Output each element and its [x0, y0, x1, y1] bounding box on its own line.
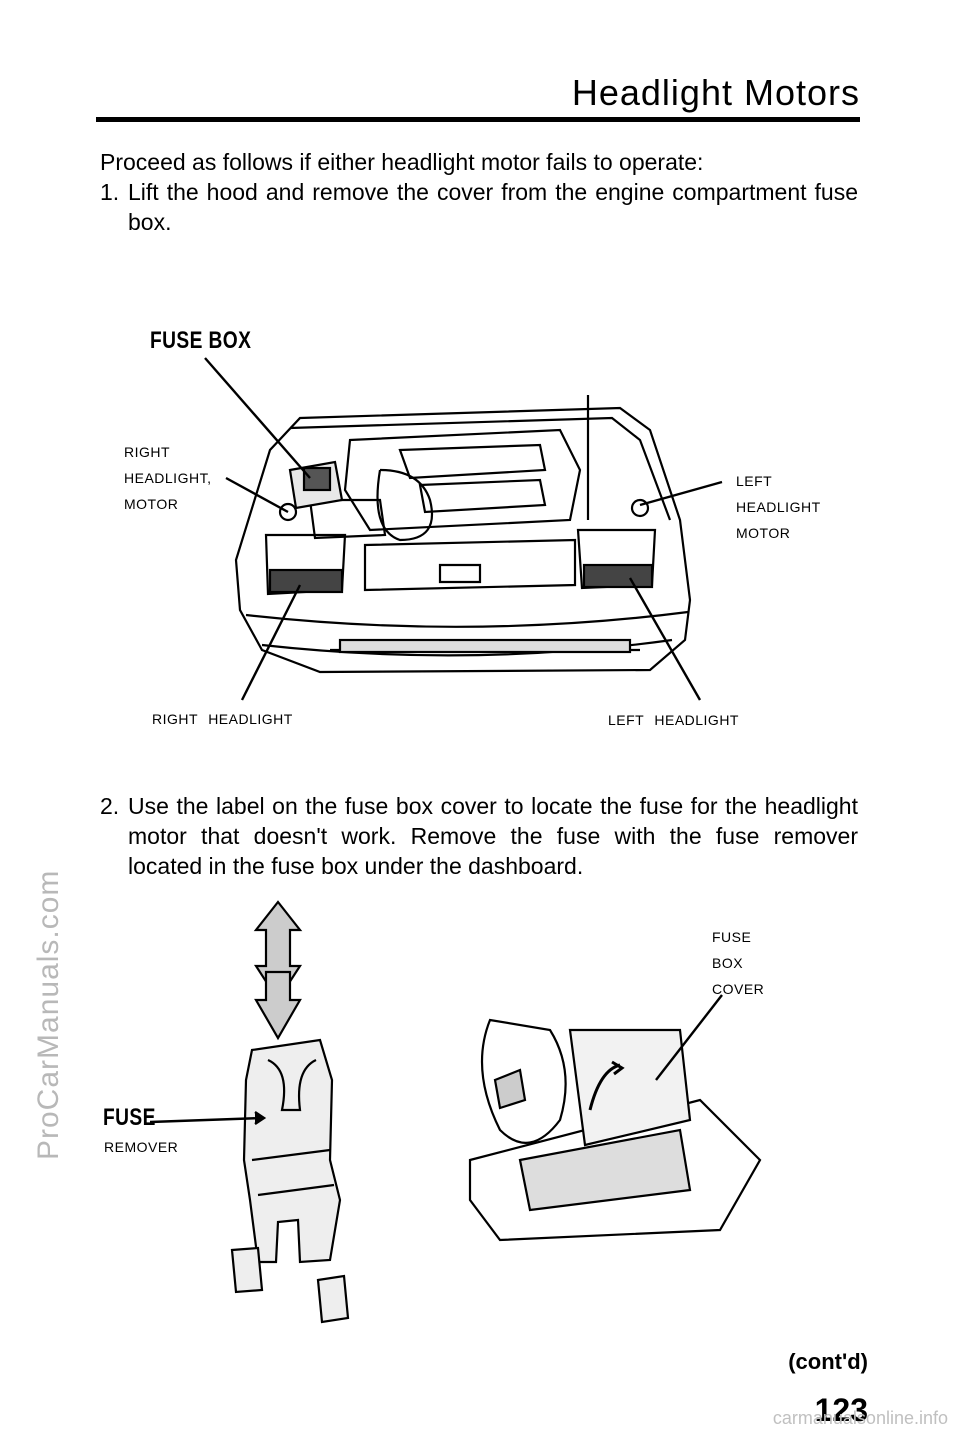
cover-label-line-1: FUSE	[712, 929, 752, 945]
right-motor-label-line-2: HEADLIGHT,	[124, 470, 212, 486]
step-2: 2. Use the label on the fuse box cover t…	[100, 791, 858, 881]
left-headlight-motor-label: LEFT HEADLIGHT MOTOR	[736, 468, 821, 546]
right-motor-label-line-1: RIGHT	[124, 444, 171, 460]
left-motor-label-line-3: MOTOR	[736, 525, 791, 541]
fuse-label: FUSE	[103, 1104, 156, 1131]
step-1-text: Lift the hood and remove the cover from …	[128, 179, 858, 235]
intro-text: Proceed as follows if either headlight m…	[100, 149, 704, 175]
step-1-number: 1.	[100, 179, 120, 205]
remover-label: REMOVER	[104, 1139, 179, 1155]
cover-label-line-2: BOX	[712, 955, 744, 971]
side-watermark: ProCarManuals.com	[32, 869, 65, 1160]
right-headlight-label: RIGHT HEADLIGHT	[152, 711, 293, 727]
step-2-text: Use the label on the fuse box cover to l…	[128, 793, 858, 879]
step-2-number: 2.	[100, 793, 120, 819]
left-motor-label-line-1: LEFT	[736, 473, 773, 489]
continued-label: (cont'd)	[788, 1349, 868, 1374]
left-headlight-label: LEFT HEADLIGHT	[608, 712, 739, 728]
engine-compartment-illustration	[204, 357, 723, 701]
right-motor-label-line-3: MOTOR	[124, 496, 179, 512]
bottom-watermark: carmanualsonline.info	[772, 1408, 948, 1428]
step-1: 1. Lift the hood and remove the cover fr…	[100, 177, 858, 237]
page-title: Headlight Motors	[571, 72, 860, 113]
right-headlight-motor-label: RIGHT HEADLIGHT, MOTOR	[124, 439, 211, 517]
left-motor-label-line-2: HEADLIGHT	[736, 499, 821, 515]
cover-label-line-3: COVER	[712, 981, 765, 997]
fuse-box-label: FUSE BOX	[150, 327, 252, 354]
page-number: 123	[814, 1392, 868, 1428]
fuse-box-cover-label: FUSE BOX COVER	[712, 924, 764, 1002]
title-rule	[96, 117, 860, 122]
